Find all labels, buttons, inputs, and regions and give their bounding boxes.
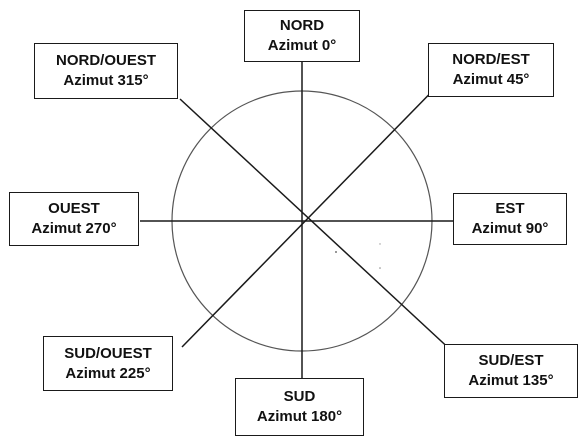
direction-azimuth: Azimut 270° xyxy=(31,220,117,237)
direction-name: SUD/EST xyxy=(478,352,544,369)
direction-name: NORD/EST xyxy=(452,51,530,68)
speck xyxy=(379,267,381,269)
label-southwest: SUD/OUEST Azimut 225° xyxy=(43,336,173,391)
label-west: OUEST Azimut 270° xyxy=(9,192,139,246)
direction-azimuth: Azimut 225° xyxy=(65,364,151,382)
label-south: SUD Azimut 180° xyxy=(235,378,364,436)
direction-azimuth: Azimut 45° xyxy=(452,71,530,88)
direction-name: EST xyxy=(495,200,525,217)
direction-azimuth: Azimut 0° xyxy=(267,37,337,54)
speck xyxy=(335,251,337,253)
label-north: NORD Azimut 0° xyxy=(244,10,360,62)
direction-azimuth: Azimut 180° xyxy=(256,408,343,425)
label-southeast: SUD/EST Azimut 135° xyxy=(444,344,578,398)
direction-name: NORD/OUEST xyxy=(55,52,156,69)
direction-azimuth: Azimut 135° xyxy=(468,372,554,389)
label-northwest: NORD/OUEST Azimut 315° xyxy=(34,43,178,99)
label-east: EST Azimut 90° xyxy=(453,193,567,245)
axis-northwest-southeast xyxy=(179,98,469,367)
direction-azimuth: Azimut 90° xyxy=(471,220,549,237)
axis-northeast-southwest xyxy=(181,70,453,348)
direction-name: OUEST xyxy=(48,200,100,217)
direction-name: SUD/OUEST xyxy=(64,344,152,362)
speck xyxy=(379,243,381,245)
direction-azimuth: Azimut 315° xyxy=(63,72,149,89)
label-northeast: NORD/EST Azimut 45° xyxy=(428,43,554,97)
direction-name: NORD xyxy=(279,17,325,34)
direction-name: SUD xyxy=(283,388,316,405)
